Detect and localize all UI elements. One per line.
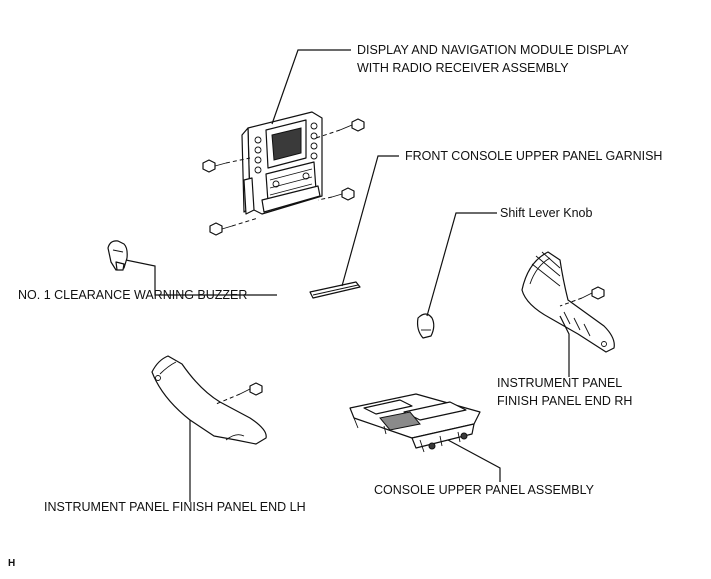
display-navigation-module (241, 111, 323, 215)
display-bolts (202, 118, 365, 236)
leader-lines (125, 49, 570, 502)
finish-end-lh-part (151, 355, 267, 445)
label-finish-end-rh-line2: FINISH PANEL END RH (497, 394, 633, 408)
console-upper-panel-part (349, 393, 481, 453)
label-finish-end-rh-line1: INSTRUMENT PANEL (497, 376, 623, 390)
label-display-module-line2: WITH RADIO RECEIVER ASSEMBLY (357, 61, 569, 75)
label-finish-panel-end-rh: INSTRUMENT PANEL FINISH PANEL END RH (497, 374, 632, 410)
label-clearance-warning-buzzer: NO. 1 CLEARANCE WARNING BUZZER (18, 288, 248, 302)
front-console-garnish-part (309, 281, 361, 299)
label-display-module-line1: DISPLAY AND NAVIGATION MODULE DISPLAY (357, 43, 629, 57)
label-display-navigation-module: DISPLAY AND NAVIGATION MODULE DISPLAY WI… (357, 41, 629, 77)
label-shift-lever-knob: Shift Lever Knob (500, 206, 593, 220)
corner-mark: H (8, 558, 16, 569)
clearance-buzzer-part (107, 240, 128, 271)
label-console-upper-panel: CONSOLE UPPER PANEL ASSEMBLY (374, 483, 594, 497)
label-front-console-garnish: FRONT CONSOLE UPPER PANEL GARNISH (405, 149, 663, 163)
shift-knob-part (416, 313, 435, 339)
finish-end-rh-part (521, 251, 615, 353)
label-finish-panel-end-lh: INSTRUMENT PANEL FINISH PANEL END LH (44, 500, 306, 514)
